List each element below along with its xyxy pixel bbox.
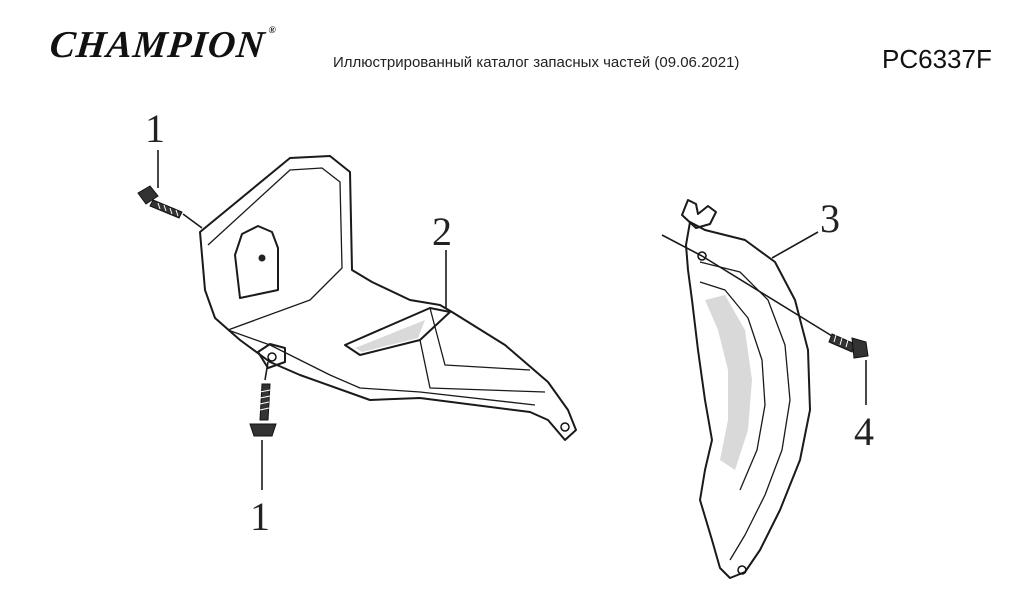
catalog-title: Иллюстрированный каталог запасных частей… (333, 54, 740, 71)
guard-plate-part-2 (199, 155, 577, 441)
callout-2: 2 (432, 209, 452, 254)
model-number: PC6337F (882, 44, 992, 74)
callout-3: 3 (820, 196, 840, 241)
screw-icon-top (137, 185, 183, 219)
curved-guard-part-3 (681, 199, 811, 579)
page-header: CHAMPION® Иллюстрированный каталог запас… (0, 0, 1025, 90)
screw-icon-right (828, 333, 869, 359)
callout-4: 4 (854, 409, 874, 454)
callout-1-bottom: 1 (250, 494, 270, 539)
leader-lines (157, 150, 867, 490)
callout-1-top: 1 (145, 106, 165, 151)
screw-icon-bottom (249, 383, 277, 437)
